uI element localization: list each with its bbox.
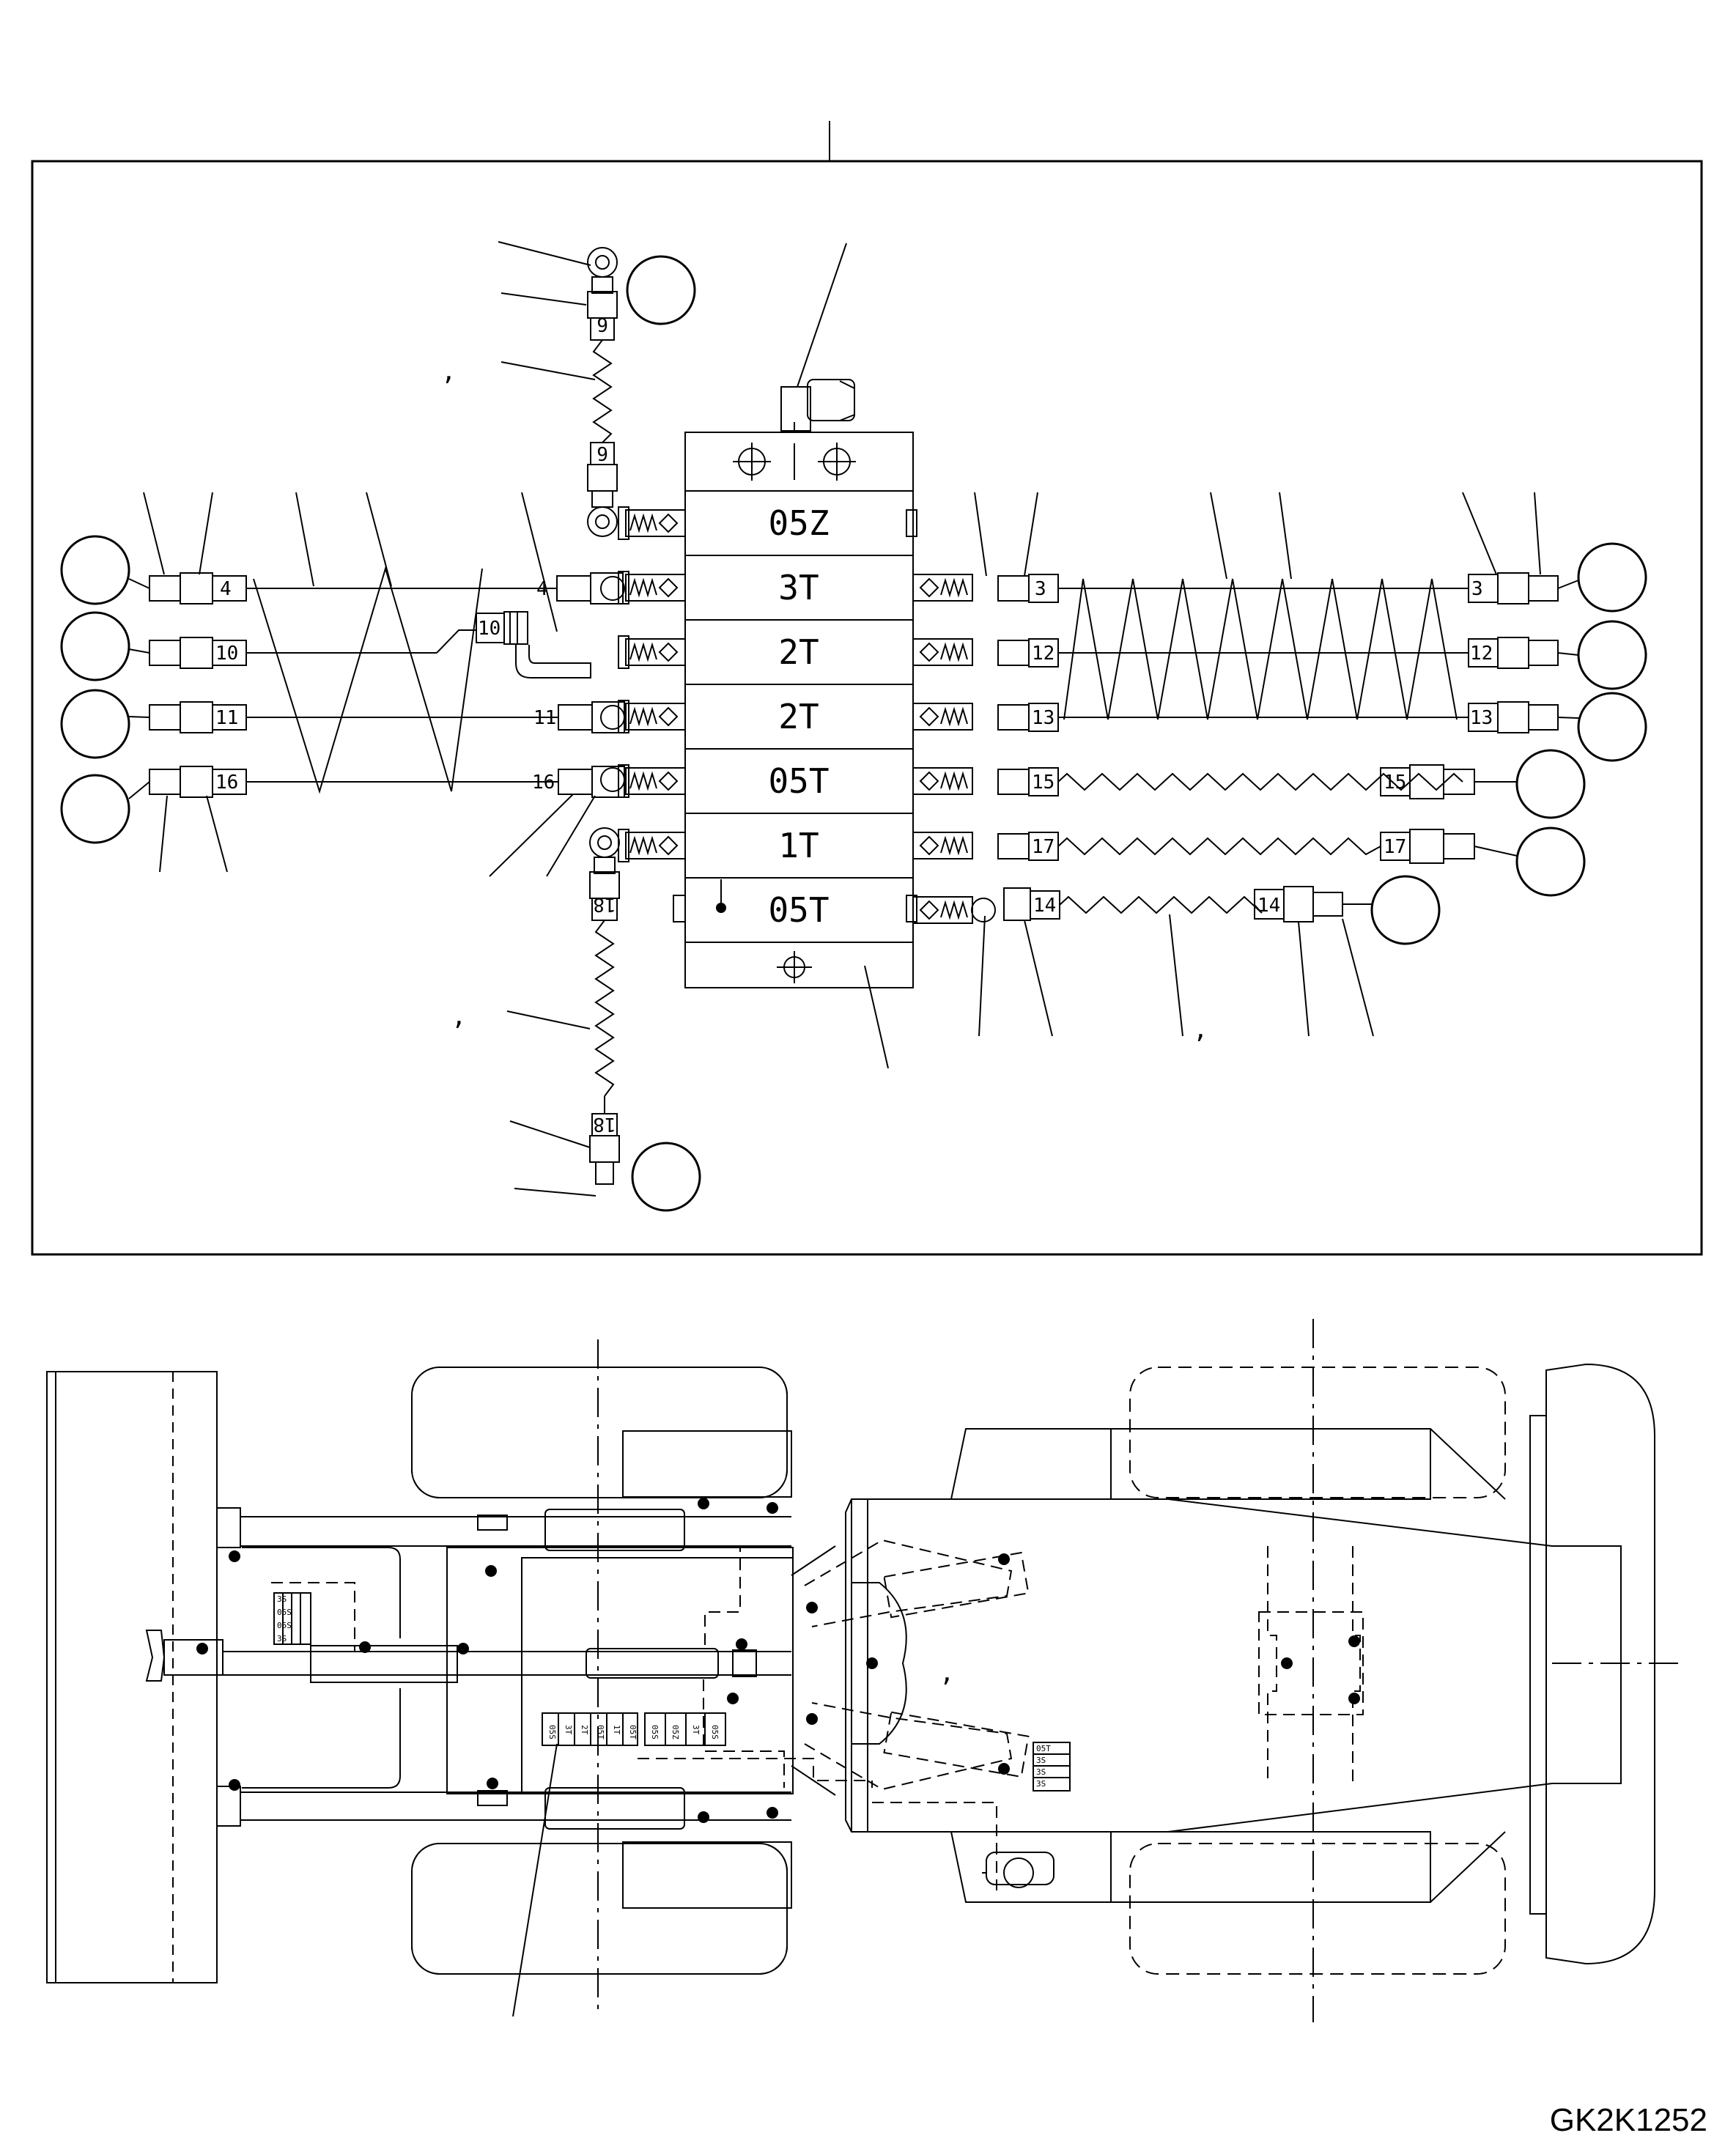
svg-text:05S: 05S	[277, 1608, 292, 1617]
fitting-label: 10	[478, 618, 501, 640]
fitting-labels: 6 6 4 10 11 16 4 10 11 16 3 12 13 15 17 …	[215, 313, 1493, 1135]
svg-text:05T: 05T	[1036, 1744, 1051, 1753]
detail-frame	[31, 121, 1703, 1256]
fitting-label: 3	[1471, 578, 1483, 600]
fitting-label: 4	[220, 578, 232, 600]
left-hose-lines	[149, 566, 558, 798]
fitting-label: 16	[215, 772, 238, 794]
comma-mark: ,	[939, 1658, 954, 1687]
svg-text:2T: 2T	[580, 1725, 589, 1735]
drawing-code: GK2K1252	[1550, 2102, 1707, 2138]
check-valves-right	[912, 574, 996, 924]
svg-text:05S: 05S	[277, 1621, 292, 1630]
manifold-section-labels: 05Z 3T 2T 2T 05T 1T 05T	[768, 503, 829, 930]
top-hose-assembly	[587, 247, 618, 537]
fitting-label: 15	[1032, 772, 1054, 794]
fitting-label: 16	[532, 772, 555, 794]
section-label: 05Z	[768, 503, 829, 543]
fitting-label: 14	[1033, 895, 1056, 917]
callout-leaders	[128, 578, 1579, 905]
fitting-label: 11	[215, 707, 238, 729]
section-label: 05T	[768, 890, 829, 930]
svg-text:3S: 3S	[277, 1634, 287, 1643]
svg-text:3S: 3S	[1036, 1756, 1046, 1765]
fitting-label: 15	[1384, 772, 1406, 794]
fitting-label: 3	[1035, 578, 1046, 600]
fitting-label: 18	[593, 1113, 616, 1135]
bottom-hose-assembly	[589, 827, 620, 1185]
svg-text:05S: 05S	[710, 1725, 720, 1739]
fitting-label: 6	[596, 313, 608, 335]
check-valves-left	[618, 506, 686, 862]
chassis-leader	[512, 1743, 558, 2017]
section-label: 05T	[768, 761, 829, 801]
comma-mark: ,	[451, 1002, 466, 1031]
svg-text:3S: 3S	[1036, 1767, 1046, 1777]
grease-points	[196, 1498, 1360, 1823]
fitting-label: 14	[1257, 895, 1280, 917]
section-label: 2T	[778, 632, 819, 672]
fitting-label: 10	[215, 643, 238, 665]
section-label: 2T	[778, 697, 819, 736]
svg-text:3T: 3T	[691, 1725, 701, 1735]
chassis-top-view	[46, 1319, 1681, 2022]
fitting-label: 12	[1470, 643, 1493, 665]
svg-text:1T: 1T	[612, 1725, 621, 1735]
fitting-label: 13	[1032, 707, 1054, 729]
left-banjo-connectors	[476, 572, 625, 798]
svg-text:05Z: 05Z	[671, 1725, 680, 1739]
comma-mark: ,	[441, 357, 456, 386]
chassis-table-center	[542, 1712, 726, 1746]
comma-mark: ,	[1193, 1015, 1208, 1044]
svg-text:05T: 05T	[596, 1725, 605, 1739]
fitting-label: 17	[1032, 836, 1054, 858]
right-hose-lines	[997, 572, 1559, 922]
chassis-table-texts: 3S 05S 05S 3S 05S 3T 2T 05T 1T 05T 05S 0…	[277, 1594, 1051, 1789]
chassis-table-right	[1033, 1742, 1071, 1792]
comma-marks: , , , ,	[441, 357, 1208, 1687]
fitting-label: 12	[1032, 643, 1054, 665]
callout-circles	[60, 255, 1647, 1212]
section-label: 1T	[778, 826, 819, 865]
svg-text:05T: 05T	[628, 1725, 638, 1739]
svg-text:05S: 05S	[650, 1725, 660, 1739]
section-label: 3T	[778, 568, 819, 607]
svg-text:05S: 05S	[547, 1725, 557, 1739]
fitting-label: 13	[1470, 707, 1493, 729]
fitting-label: 11	[533, 707, 556, 729]
fitting-label: 6	[596, 442, 608, 464]
fitting-label: 18	[593, 893, 616, 915]
chassis-table-left	[273, 1592, 311, 1645]
svg-text:3T: 3T	[564, 1725, 573, 1735]
fitting-label: 17	[1384, 836, 1406, 858]
reference-leaders	[143, 241, 1541, 1197]
svg-text:3S: 3S	[1036, 1779, 1046, 1789]
svg-text:3S: 3S	[277, 1594, 287, 1604]
